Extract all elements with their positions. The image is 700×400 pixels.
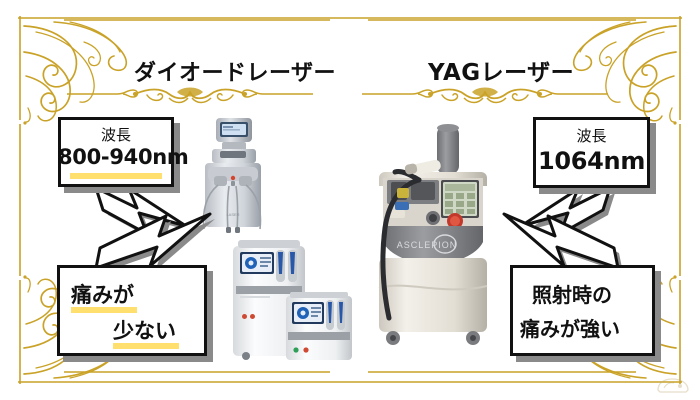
arrow-right-upper	[519, 186, 615, 239]
pain-left-line1: 痛みが	[71, 283, 134, 307]
corner-top-left-ornament	[17, 15, 141, 126]
device-image-diode-pair-units	[233, 240, 352, 360]
wavelength-value-left: 800-940nm	[58, 145, 189, 169]
wavelength-label-right: 波長	[576, 127, 607, 145]
wavelength-underline-left	[70, 173, 162, 179]
callout-wavelength-diode: 波長 800-940nm	[58, 117, 189, 193]
divider-left-flourish	[66, 86, 314, 104]
callout-wavelength-yag: 波長 1064nm	[533, 117, 656, 194]
pain-right-line1: 照射時の	[532, 283, 612, 307]
svg-text:ASCLEPION: ASCLEPION	[397, 240, 458, 250]
corner-top-right-ornament	[559, 15, 683, 126]
svg-text:LASER: LASER	[226, 212, 239, 217]
callout-box	[533, 117, 650, 188]
callout-pain-diode: 痛みが 少ない	[57, 265, 213, 362]
pain-left-underline2	[113, 343, 179, 349]
device-image-yag-unit: ASCLEPION	[378, 124, 488, 345]
wavelength-label-left: 波長	[100, 126, 131, 144]
page-title-yag-laser: YAGレーザー	[428, 60, 575, 86]
page-title-diode-laser: ダイオードレーザー	[134, 61, 337, 86]
pain-right-line2: 痛みが強い	[520, 317, 620, 341]
watermark-logo	[657, 378, 689, 393]
divider-right-flourish	[361, 86, 609, 104]
arrow-left-upper	[94, 186, 191, 239]
device-image-diode-tall-unit: LASER	[202, 118, 262, 233]
pain-left-line2: 少ない	[113, 319, 176, 343]
callout-pain-yag: 照射時の 痛みが強い	[510, 265, 661, 362]
wavelength-value-right: 1064nm	[537, 147, 646, 175]
